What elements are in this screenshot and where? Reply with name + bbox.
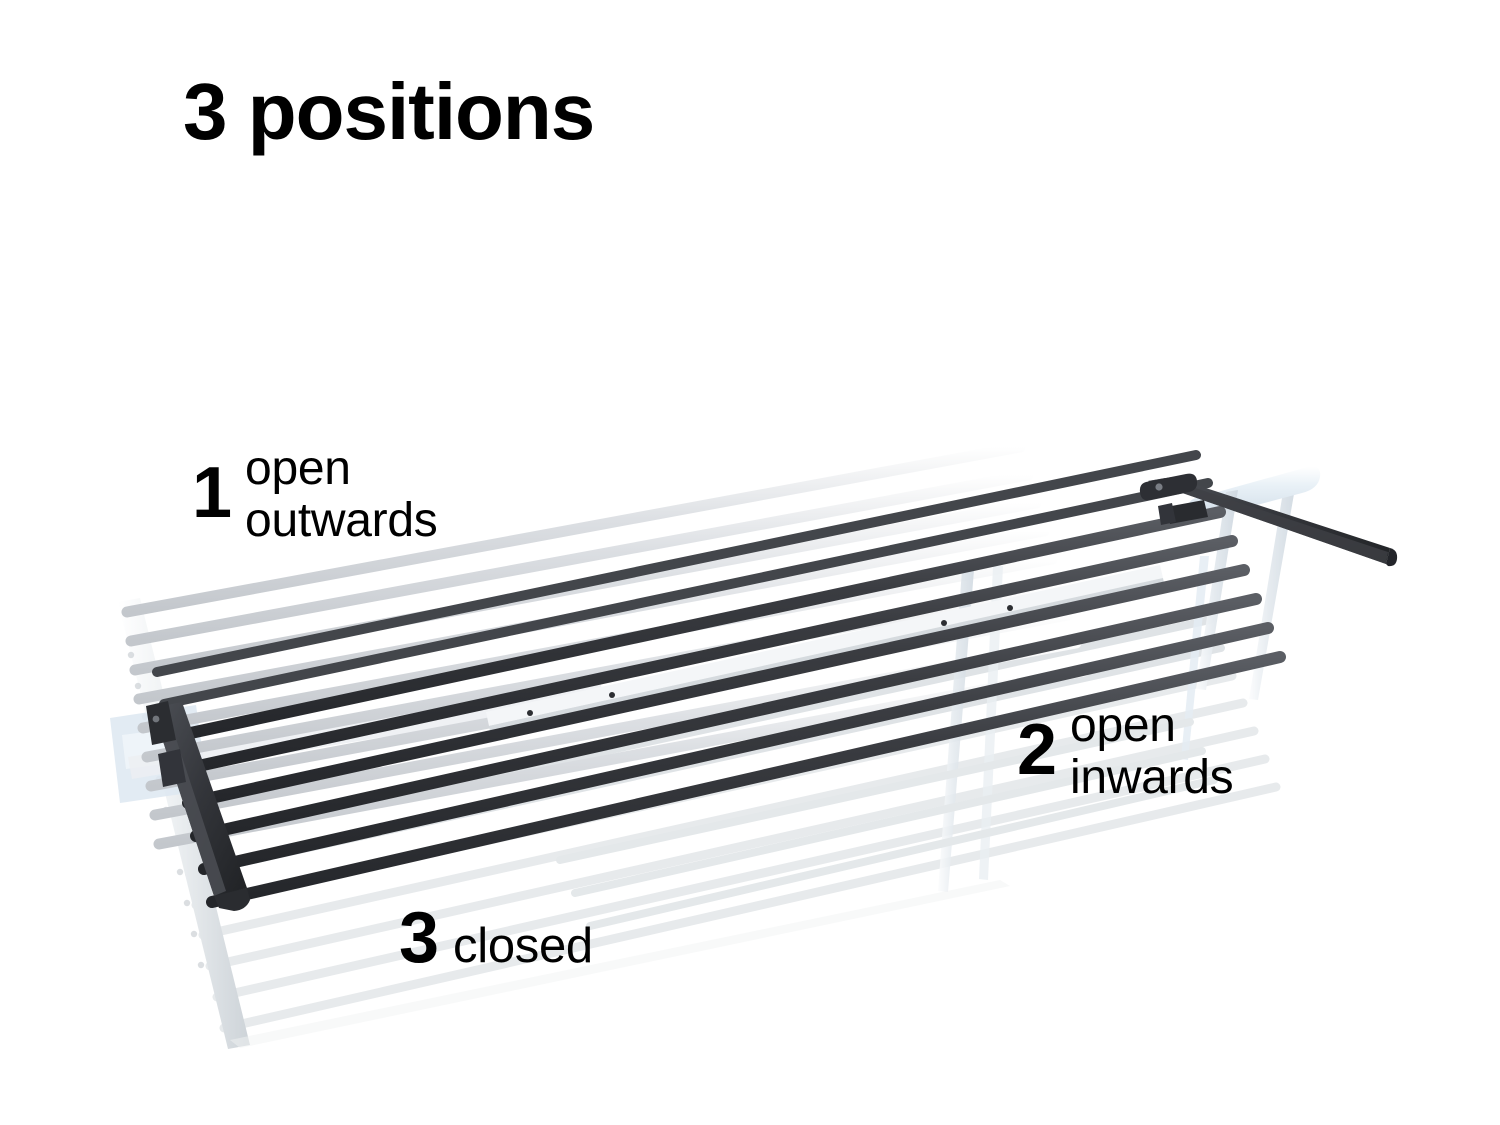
callout-1-line1: open xyxy=(245,442,351,495)
right-hinge-pin xyxy=(1155,483,1163,491)
left-dark-end-rail xyxy=(146,701,250,911)
callout-2-number: 2 xyxy=(1017,710,1057,790)
left-hinge-block-lower xyxy=(158,749,186,787)
callout-2-text: open inwards xyxy=(1070,699,1234,805)
callout-3-text: closed xyxy=(453,919,593,973)
right-rail-end-cap xyxy=(1386,548,1398,567)
callout-3-line1: closed xyxy=(453,919,593,973)
left-rail-end-cap xyxy=(214,888,250,911)
callout-1-text: open outwards xyxy=(245,442,438,548)
left-hinge-pin xyxy=(152,715,160,723)
right-leg-far xyxy=(1249,492,1294,700)
callout-3-number: 3 xyxy=(399,898,439,978)
callout-1-number: 1 xyxy=(192,453,232,533)
center-spine-top xyxy=(486,565,1163,726)
center-spine-clips xyxy=(527,605,1013,716)
right-latch-block xyxy=(1166,500,1208,524)
left-hinge-block xyxy=(146,701,176,745)
callout-open-outwards: 1 open outwards xyxy=(192,442,438,548)
callout-closed: 3 closed xyxy=(399,898,593,978)
right-hinge-arm xyxy=(1139,473,1198,501)
callout-1-line2: outwards xyxy=(245,494,438,548)
callout-2-line2: inwards xyxy=(1070,751,1234,805)
callout-open-inwards: 2 open inwards xyxy=(1017,699,1234,805)
right-dark-rail-highlight xyxy=(1148,478,1388,564)
page-title: 3 positions xyxy=(183,67,595,156)
right-latch-tab xyxy=(1158,503,1176,525)
ground-shadow xyxy=(230,880,1010,1048)
callout-2-line1: open xyxy=(1070,699,1176,752)
right-dark-end-rail xyxy=(1139,473,1398,567)
